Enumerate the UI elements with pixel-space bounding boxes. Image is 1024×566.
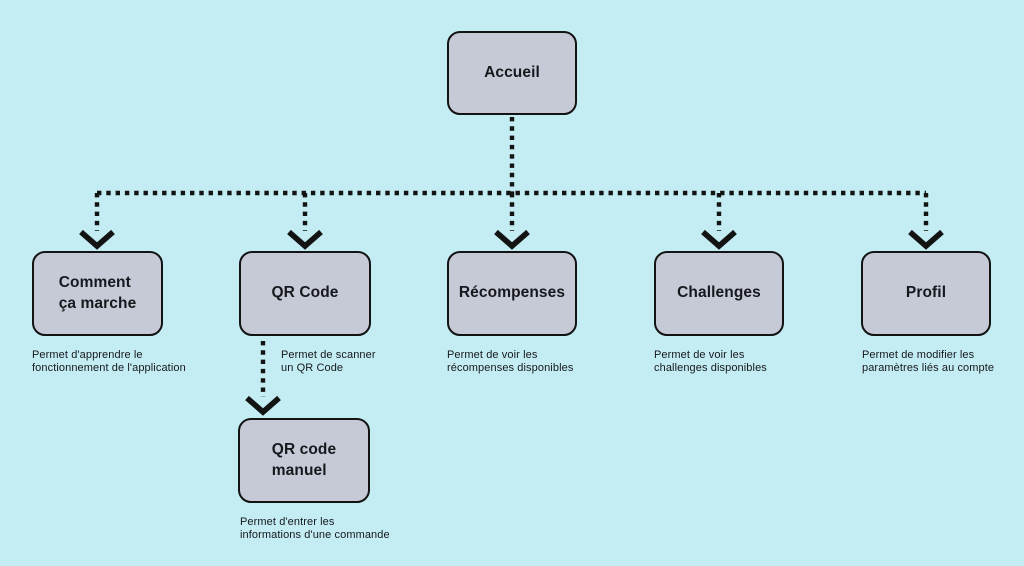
node-qr-code[interactable]: QR Code [239, 251, 371, 336]
node-challenges-description: Permet de voir les challenges disponible… [654, 349, 767, 375]
arrowhead-icon [494, 229, 530, 250]
node-qr-code-manuel-description: Permet d'entrer les informations d'une c… [240, 516, 390, 542]
arrowhead-icon [908, 229, 944, 250]
node-qr-code-description: Permet de scanner un QR Code [281, 349, 376, 375]
node-comment-ca-marche[interactable]: Comment ça marche [32, 251, 163, 336]
node-accueil[interactable]: Accueil [447, 31, 577, 115]
node-comment-ca-marche-description: Permet d'apprendre le fonctionnement de … [32, 349, 186, 375]
arrowhead-icon [701, 229, 737, 250]
node-profil-description: Permet de modifier les paramètres liés a… [862, 349, 995, 375]
arrowhead-icon [287, 229, 323, 250]
node-qr-code-manuel-label: QR code manuel [271, 440, 337, 479]
arrowhead-icon [79, 229, 115, 250]
node-recompenses[interactable]: Récompenses [447, 251, 577, 336]
node-challenges[interactable]: Challenges [654, 251, 784, 336]
node-qr-code-manuel[interactable]: QR code manuel [238, 418, 370, 503]
node-qr-code-label: QR Code [271, 284, 339, 302]
node-comment-ca-marche-label: Comment ça marche [58, 273, 137, 312]
node-challenges-label: Challenges [677, 284, 761, 302]
node-recompenses-description: Permet de voir les récompenses disponibl… [447, 349, 574, 375]
node-accueil-label: Accueil [484, 63, 540, 81]
node-recompenses-label: Récompenses [458, 284, 566, 302]
arrowhead-icon [245, 395, 281, 416]
node-profil-label: Profil [905, 284, 947, 302]
node-profil[interactable]: Profil [861, 251, 991, 336]
edge-accueil-to-children [94, 117, 929, 231]
